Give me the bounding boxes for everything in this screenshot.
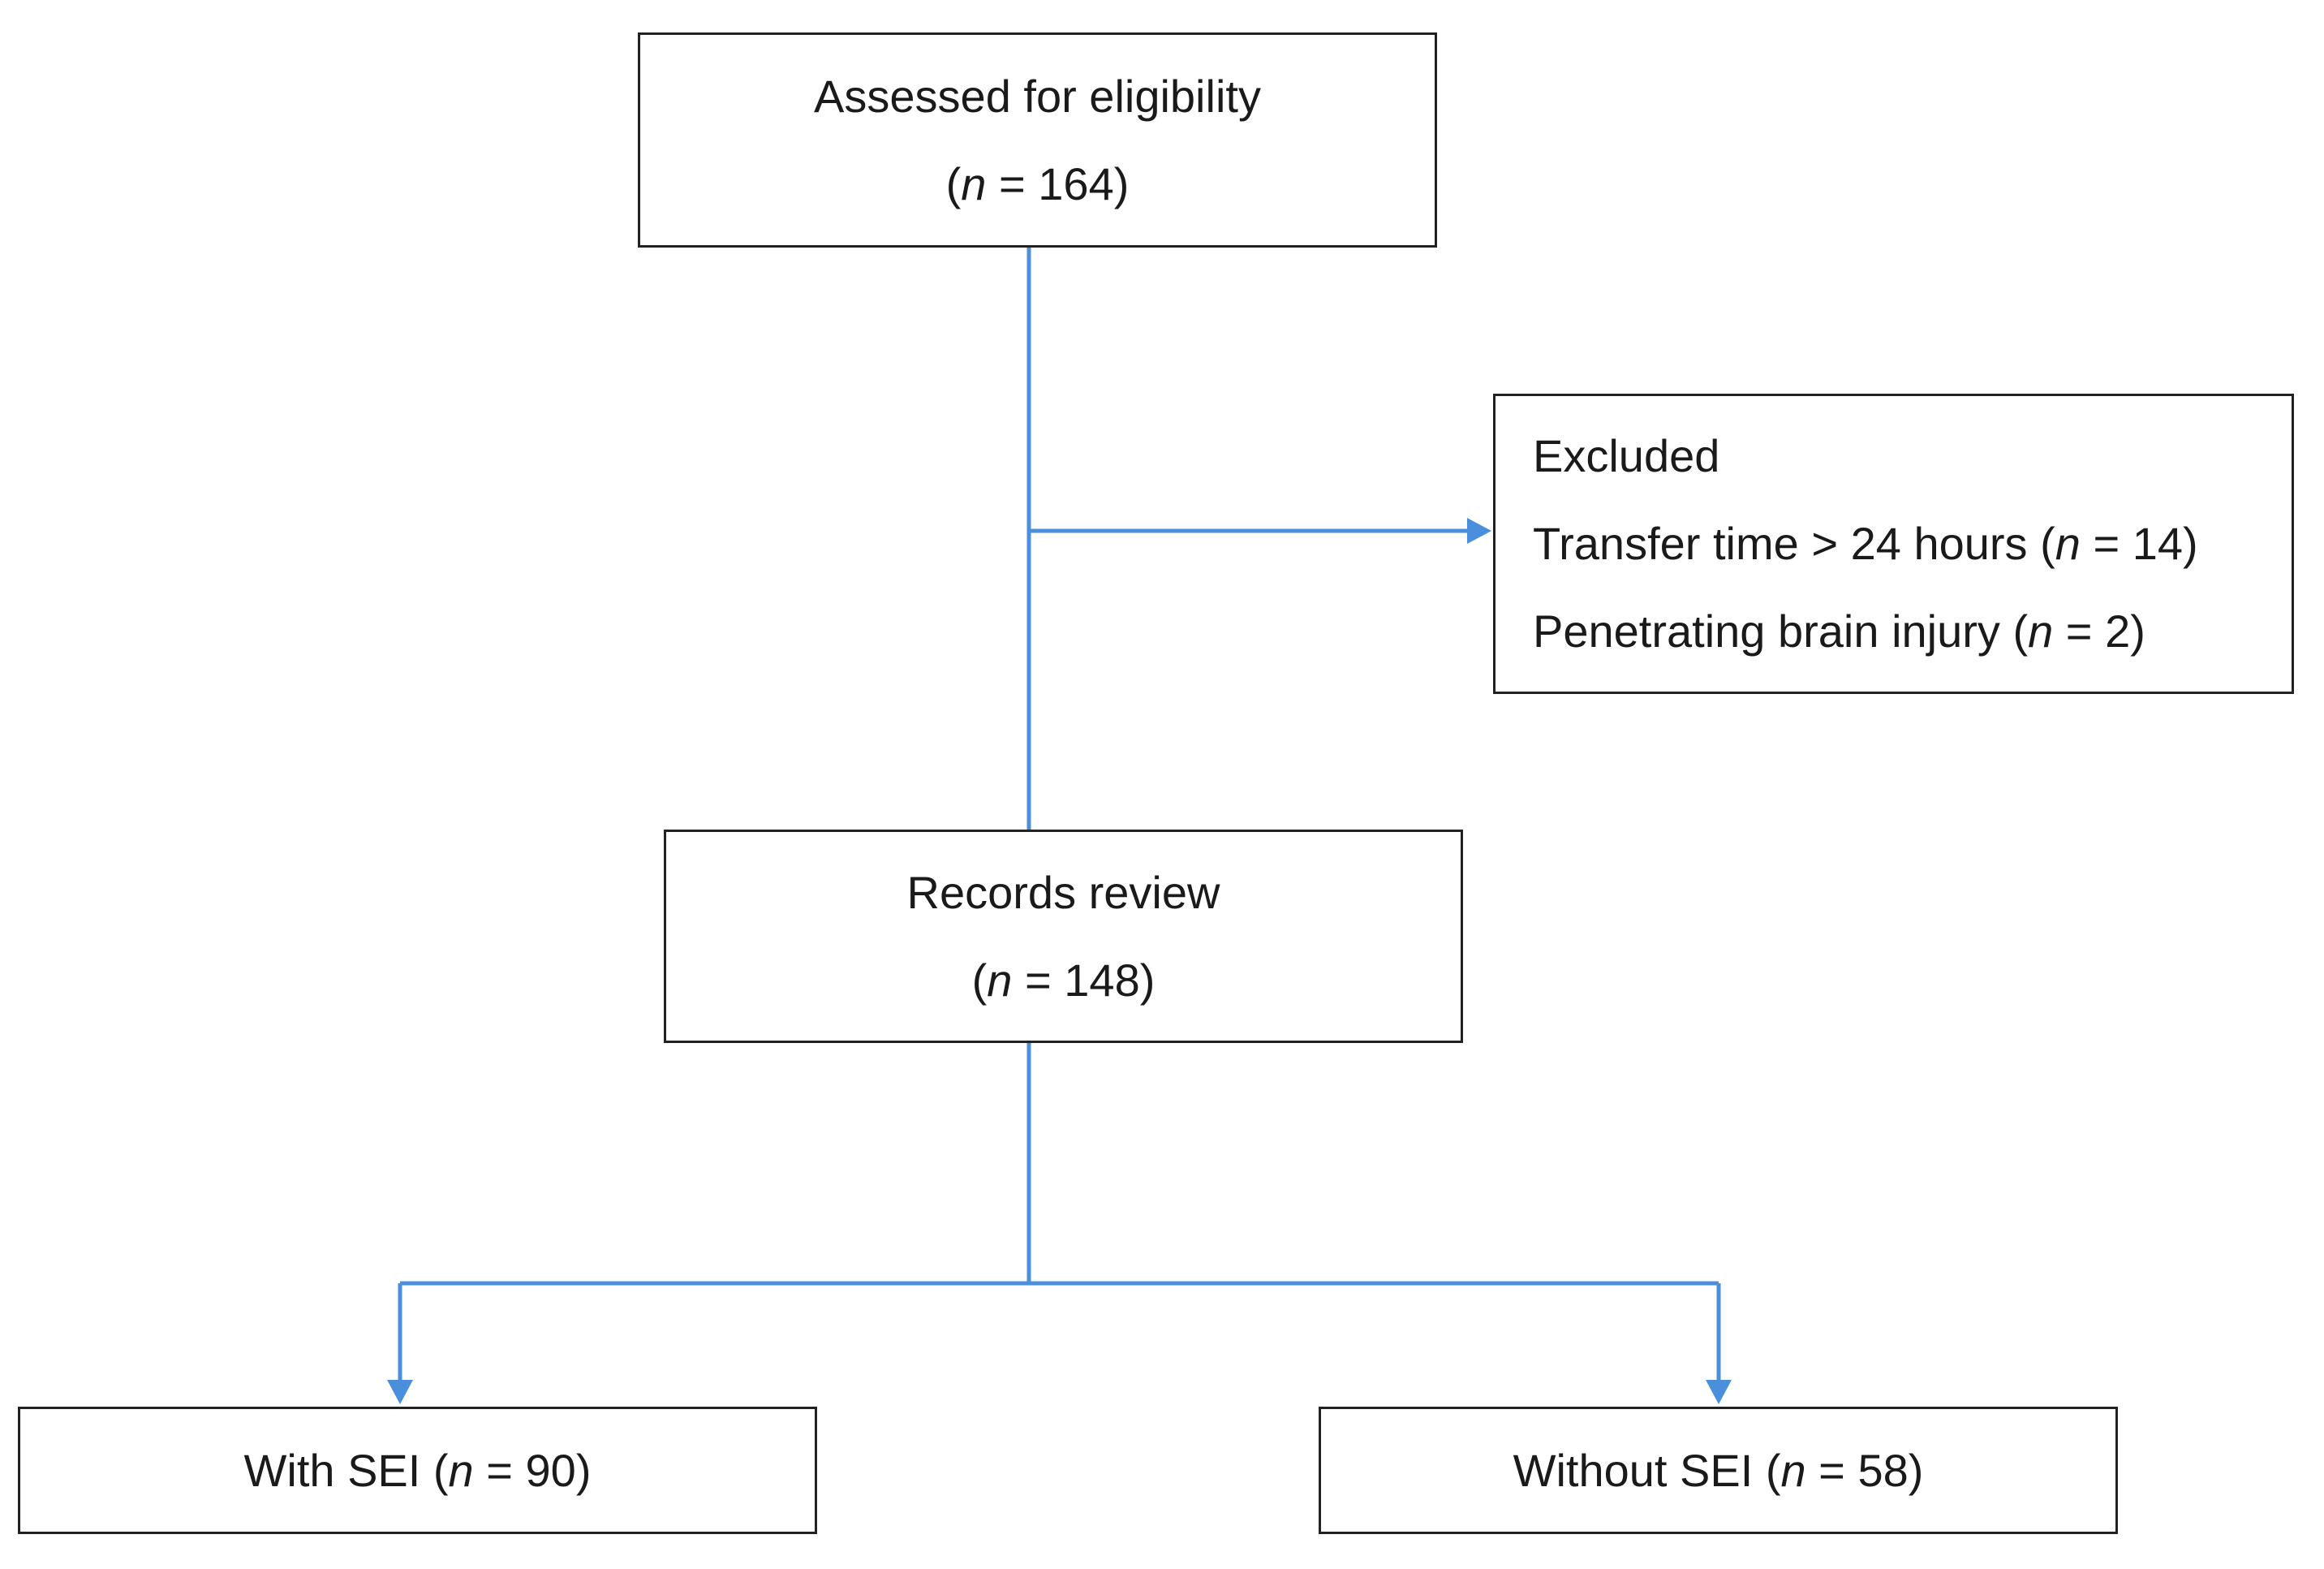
without-sei-box: Without SEI (n = 58): [1319, 1407, 2118, 1534]
assessed-title: Assessed for eligibility: [814, 70, 1261, 122]
without-sei-label: Without SEI (n = 58): [1513, 1444, 1924, 1496]
excluded-reason-penetrating-injury: Penetrating brain injury (n = 2): [1533, 606, 2145, 657]
excluded-reason-transfer-time: Transfer time > 24 hours (n = 14): [1533, 518, 2198, 569]
with-sei-label: With SEI (n = 90): [243, 1444, 592, 1496]
arrowhead-with-sei: [387, 1380, 413, 1404]
records-count: (n = 148): [971, 954, 1156, 1006]
arrowhead-excluded: [1467, 518, 1491, 544]
excluded-box: Excluded Transfer time > 24 hours (n = 1…: [1493, 394, 2294, 694]
assessed-box: Assessed for eligibility (n = 164): [638, 32, 1437, 248]
assessed-count: (n = 164): [945, 157, 1130, 209]
arrowhead-without-sei: [1706, 1380, 1732, 1404]
with-sei-box: With SEI (n = 90): [18, 1407, 817, 1534]
excluded-title: Excluded: [1533, 430, 1720, 481]
records-box: Records review (n = 148): [664, 830, 1463, 1043]
records-title: Records review: [906, 866, 1220, 918]
